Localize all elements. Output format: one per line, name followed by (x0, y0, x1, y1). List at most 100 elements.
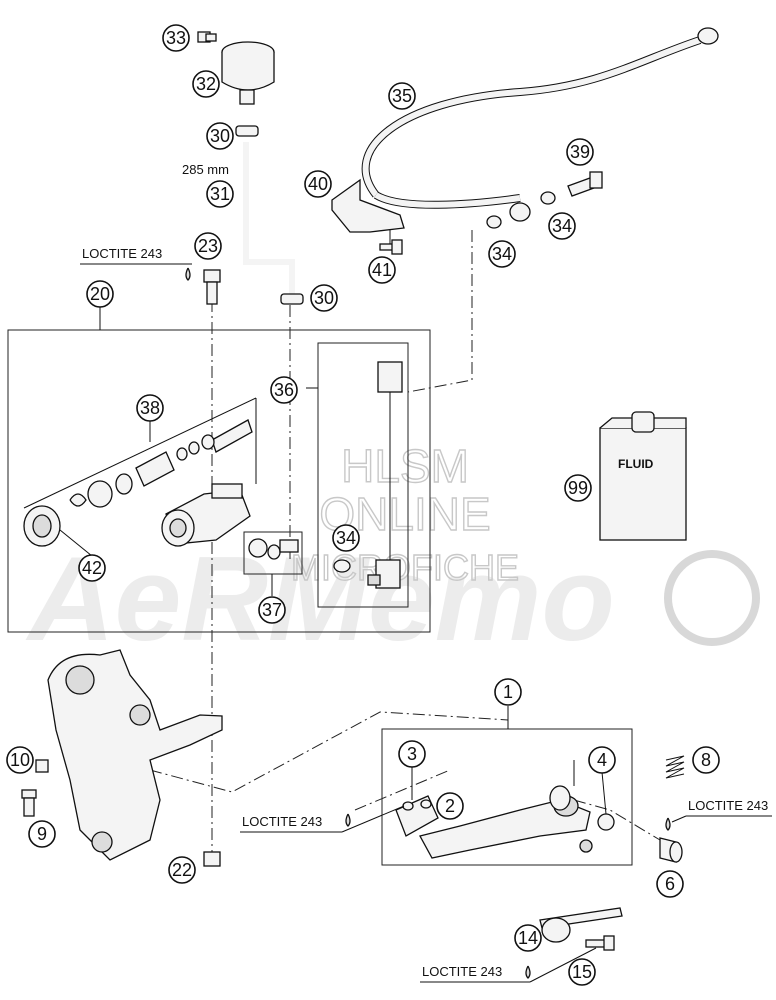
svg-text:32: 32 (196, 74, 216, 94)
footrest-bracket (47, 649, 223, 861)
svg-text:14: 14 (518, 928, 538, 948)
part-40-bracket (331, 178, 405, 233)
part-9-bolt (21, 789, 37, 817)
callout-38: 38 (136, 394, 164, 422)
part-10-spacer (35, 759, 49, 773)
callout-33: 33 (162, 24, 190, 52)
part-38-piston-kit (69, 419, 253, 508)
svg-text:31: 31 (210, 184, 230, 204)
svg-text:34: 34 (492, 244, 512, 264)
part-3-screw (402, 799, 432, 811)
callout-42: 42 (78, 554, 106, 582)
part-30-clamp-top (235, 125, 259, 137)
callout-99: 99 (564, 474, 592, 502)
callout-39: 39 (566, 138, 594, 166)
callout-34-switch: 34 (332, 524, 360, 552)
callout-34-top: 34 (548, 212, 576, 240)
svg-text:10: 10 (10, 750, 30, 770)
svg-text:39: 39 (570, 142, 590, 162)
loctite-drop-icon-6 (665, 817, 671, 831)
svg-text:41: 41 (372, 260, 392, 280)
master-cylinder-body (161, 483, 251, 547)
svg-text:LOCTITE 243: LOCTITE 243 (422, 964, 502, 979)
callout-9: 9 (28, 820, 56, 848)
part-23-bolt (203, 269, 221, 305)
callout-8: 8 (692, 746, 720, 774)
svg-text:42: 42 (82, 558, 102, 578)
part-8-spring (665, 755, 685, 779)
piston-kit-bracket-top (23, 397, 257, 509)
watermark-line3: MICROFICHE (291, 547, 519, 588)
part-39-bolt (567, 171, 603, 197)
svg-text:8: 8 (701, 750, 711, 770)
svg-text:9: 9 (37, 824, 47, 844)
loctite-drop-icon-23 (185, 267, 191, 281)
callout-32: 32 (192, 70, 220, 98)
callout-31: 31 (206, 180, 234, 208)
part-35-banjo-top (697, 27, 719, 45)
loctite-label-6: LOCTITE 243 (671, 798, 772, 823)
part-32-reservoir (221, 41, 275, 105)
callout-20: 20 (86, 280, 114, 308)
svg-text:22: 22 (172, 860, 192, 880)
axis-line-pedal (149, 711, 509, 793)
part-34-washer-c (333, 559, 351, 573)
callout-23: 23 (194, 232, 222, 260)
svg-text:37: 37 (262, 600, 282, 620)
part-15-bolt (585, 935, 615, 951)
svg-text:20: 20 (90, 284, 110, 304)
loctite-label-23: LOCTITE 243 (80, 246, 192, 265)
part-36-brake-light-switch (367, 361, 403, 589)
master-cylinder-group-box (7, 329, 431, 633)
svg-text:38: 38 (140, 398, 160, 418)
watermark: AeRMemo HLSM ONLINE MICROFICHE (25, 439, 760, 666)
callout-30-bottom: 30 (310, 284, 338, 312)
part-34-washer-b (540, 191, 556, 205)
svg-text:30: 30 (210, 126, 230, 146)
svg-text:34: 34 (336, 528, 356, 548)
seal-kit-box (243, 531, 303, 575)
part-41-bolt (379, 239, 403, 255)
watermark-brand: AeRMemo (25, 532, 615, 666)
svg-text:35: 35 (392, 86, 412, 106)
svg-text:34: 34 (552, 216, 572, 236)
brake-pedal-group-box (381, 728, 633, 866)
callout-34-mid: 34 (488, 240, 516, 268)
svg-text:2: 2 (445, 796, 455, 816)
callout-35: 35 (388, 82, 416, 110)
part-31-hose-outline (245, 142, 293, 298)
callout-leaders (59, 230, 607, 815)
part-34-washer-a (486, 215, 502, 229)
svg-text:36: 36 (274, 380, 294, 400)
svg-text:3: 3 (407, 744, 417, 764)
switch-group-box (317, 342, 409, 608)
callout-4: 4 (588, 746, 616, 774)
svg-text:1: 1 (503, 682, 513, 702)
callout-3: 3 (398, 740, 426, 768)
loctite-drop-icon-3 (345, 813, 351, 827)
callout-30-top: 30 (206, 122, 234, 150)
callout-40: 40 (304, 170, 332, 198)
callout-2: 2 (436, 792, 464, 820)
part-35-banjo-bottom (509, 202, 531, 222)
fluid-label: FLUID (618, 457, 654, 471)
axis-line-pivot (573, 799, 661, 841)
part-37-seal-kit (248, 538, 299, 560)
part-35-brake-line-lower (374, 192, 521, 208)
svg-text:23: 23 (198, 236, 218, 256)
part-31-hose (243, 142, 295, 298)
callout-1: 1 (494, 678, 522, 706)
svg-text:33: 33 (166, 28, 186, 48)
svg-text:LOCTITE 243: LOCTITE 243 (82, 246, 162, 261)
svg-text:30: 30 (314, 288, 334, 308)
callout-22: 22 (168, 856, 196, 884)
svg-text:6: 6 (665, 874, 675, 894)
part-33-screw (197, 31, 217, 43)
callout-37: 37 (258, 596, 286, 624)
callout-6: 6 (656, 870, 684, 898)
svg-text:40: 40 (308, 174, 328, 194)
loctite-drop-icon-15 (525, 965, 531, 979)
hose-length-label: 285 mm (182, 162, 229, 177)
part-14-shaft (539, 907, 623, 943)
part-30-clamp-bottom (280, 293, 304, 305)
